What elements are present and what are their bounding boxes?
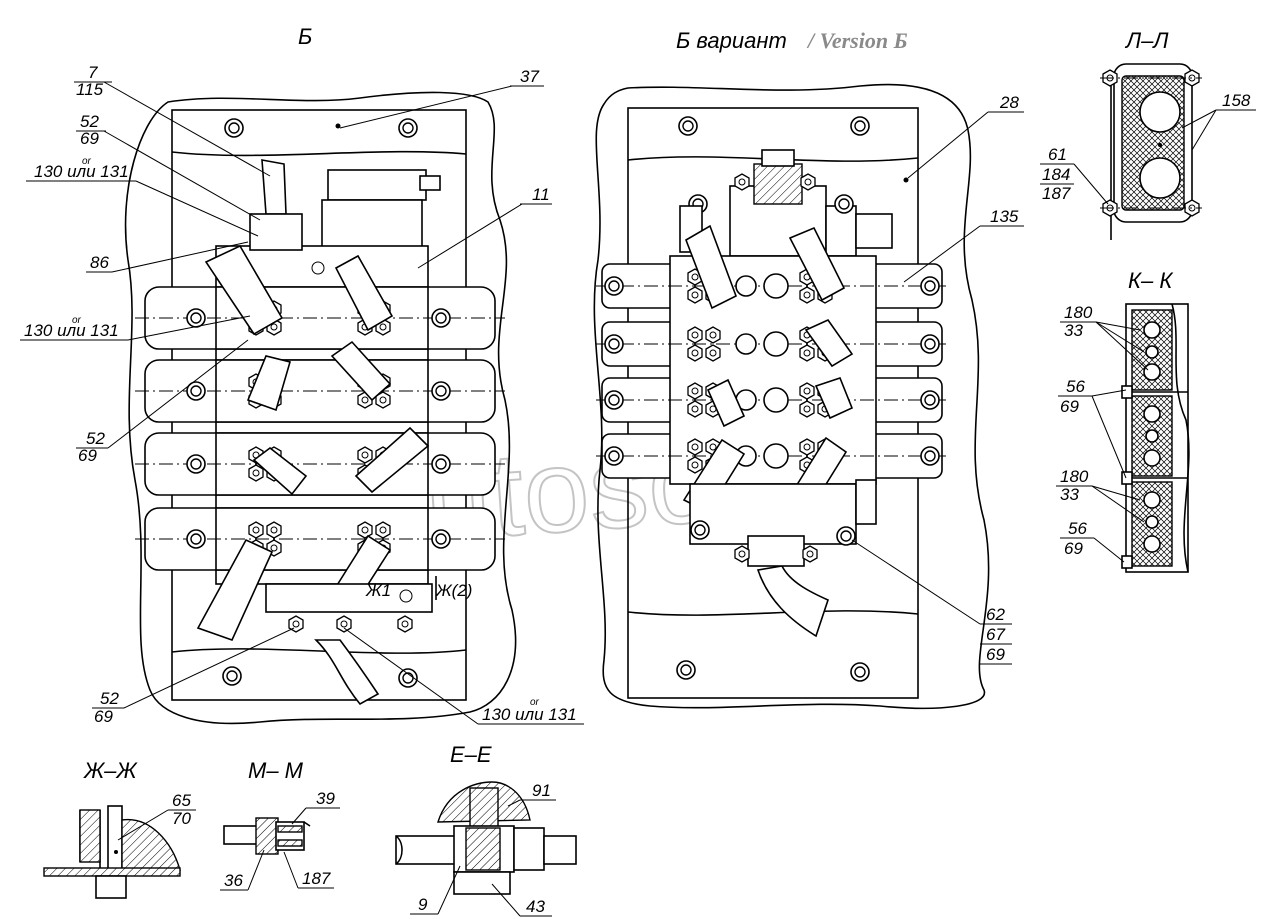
svg-text:69: 69 xyxy=(1064,539,1083,558)
svg-text:52: 52 xyxy=(100,689,119,708)
svg-text:11: 11 xyxy=(532,185,550,204)
view-l-l-title: Л–Л xyxy=(1124,28,1169,53)
callout-158: 158 xyxy=(1181,91,1256,151)
svg-text:86: 86 xyxy=(90,253,109,272)
svg-text:36: 36 xyxy=(224,871,243,890)
callout-28: 28 xyxy=(907,93,1024,179)
svg-text:or: or xyxy=(72,315,82,326)
view-b-variant-title: Б вариант xyxy=(676,28,787,53)
version-label: / Version Б xyxy=(806,28,908,53)
variant-fittings xyxy=(688,269,832,473)
svg-text:43: 43 xyxy=(526,897,545,916)
svg-text:33: 33 xyxy=(1060,485,1079,504)
svg-text:158: 158 xyxy=(1222,91,1251,110)
svg-text:184: 184 xyxy=(1042,165,1070,184)
callout-187: 187 xyxy=(283,851,334,889)
svg-text:69: 69 xyxy=(78,446,97,465)
callout-9: 9 xyxy=(410,865,461,915)
callout-43: 43 xyxy=(491,883,552,917)
section-mark-zh1: Ж1 xyxy=(365,581,391,600)
svg-text:187: 187 xyxy=(1042,184,1071,203)
callout-130-131-top: or 130 или 131 xyxy=(26,156,259,237)
svg-text:130 или 131: 130 или 131 xyxy=(24,321,119,340)
svg-text:130 или 131: 130 или 131 xyxy=(34,162,129,181)
svg-text:69: 69 xyxy=(94,707,113,726)
section-mark-zh2: Ж(2) xyxy=(435,581,472,600)
svg-text:56: 56 xyxy=(1068,519,1087,538)
svg-text:180: 180 xyxy=(1060,467,1089,486)
view-b-title: Б xyxy=(298,24,312,49)
callout-36: 36 xyxy=(220,849,265,891)
svg-text:65: 65 xyxy=(172,791,191,810)
callout-130-131-bottom: or 130 или 131 xyxy=(343,627,584,725)
svg-text:28: 28 xyxy=(999,93,1019,112)
callout-91: 91 xyxy=(507,781,556,807)
view-m-m: М– М 39 36 187 xyxy=(220,758,340,891)
svg-text:91: 91 xyxy=(532,781,551,800)
callout-130-131-mid: or 130 или 131 xyxy=(20,315,251,341)
view-zh-zh: Ж–Ж 65 70 xyxy=(43,758,196,899)
svg-text:69: 69 xyxy=(986,645,1005,664)
callout-135: 135 xyxy=(903,207,1024,283)
svg-text:67: 67 xyxy=(986,625,1005,644)
callout-61-184-187: 61 184 187 xyxy=(1040,145,1109,205)
svg-text:115: 115 xyxy=(76,80,104,99)
view-b-variant-break-outline xyxy=(593,83,990,710)
callout-52-69-mid: 52 69 xyxy=(76,339,249,465)
callout-56-69-bottom: 56 69 xyxy=(1060,519,1125,563)
view-m-m-title: М– М xyxy=(248,758,304,783)
callout-37: 37 xyxy=(339,67,544,129)
view-b: Б xyxy=(20,24,584,726)
kk-holes xyxy=(1143,321,1161,553)
svg-text:52: 52 xyxy=(86,429,105,448)
svg-text:69: 69 xyxy=(1060,397,1079,416)
callout-7-115: 7 115 xyxy=(74,63,271,177)
callout-56-69-top: 56 69 xyxy=(1058,377,1127,479)
svg-text:or: or xyxy=(82,156,92,167)
svg-text:7: 7 xyxy=(88,63,98,82)
view-k-k-title: К– К xyxy=(1128,268,1173,293)
svg-text:130 или 131: 130 или 131 xyxy=(482,705,577,724)
svg-text:9: 9 xyxy=(418,895,428,914)
callout-11: 11 xyxy=(417,185,552,269)
svg-text:69: 69 xyxy=(80,129,99,148)
callout-62-67-69: 62 67 69 xyxy=(851,539,1012,665)
callout-180-33-top: 180 33 xyxy=(1060,303,1149,371)
svg-text:180: 180 xyxy=(1064,303,1093,322)
callout-65-70: 65 70 xyxy=(117,791,196,841)
callout-39: 39 xyxy=(291,789,340,825)
svg-text:62: 62 xyxy=(986,605,1005,624)
svg-text:37: 37 xyxy=(520,67,539,86)
svg-text:61: 61 xyxy=(1048,145,1067,164)
view-b-break-outline xyxy=(124,91,517,725)
svg-text:56: 56 xyxy=(1066,377,1085,396)
svg-text:135: 135 xyxy=(990,207,1019,226)
svg-text:187: 187 xyxy=(302,869,331,888)
view-zh-zh-title: Ж–Ж xyxy=(83,758,138,783)
view-b-variant: Б вариант / Version Б xyxy=(593,28,1024,710)
b-hoses xyxy=(196,159,430,706)
callout-86: 86 xyxy=(86,241,249,273)
view-e-e: Е–Е 91 9 43 xyxy=(395,742,577,917)
view-e-e-title: Е–Е xyxy=(450,742,492,767)
callout-180-33-bottom: 180 33 xyxy=(1056,467,1145,523)
view-k-k: К– К 180 33 56 69 xyxy=(1056,268,1190,573)
callout-52-69-top: 52 69 xyxy=(76,112,261,221)
svg-text:70: 70 xyxy=(172,809,191,828)
callout-52-69-bottom: 52 69 xyxy=(92,627,295,726)
view-l-l: Л–Л 158 61 184 187 xyxy=(1040,28,1256,240)
svg-text:52: 52 xyxy=(80,112,99,131)
svg-text:or: or xyxy=(530,697,540,708)
svg-text:39: 39 xyxy=(316,789,335,808)
svg-text:33: 33 xyxy=(1064,321,1083,340)
solenoid xyxy=(327,169,427,201)
